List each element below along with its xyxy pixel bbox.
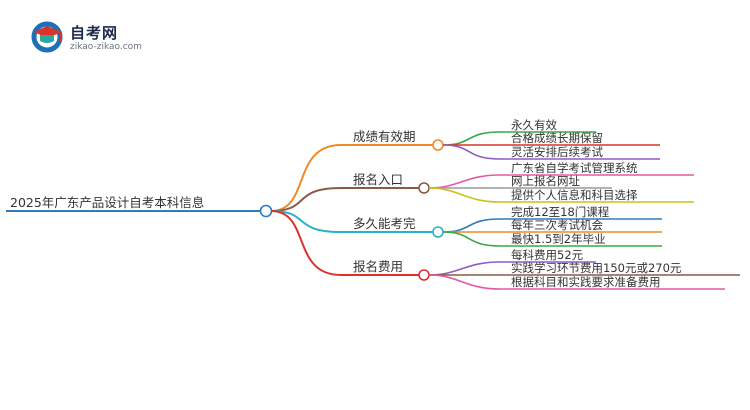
leaf-label[interactable]: 每科费用52元 (511, 248, 584, 262)
leaf-connector (428, 174, 501, 189)
leaf-label[interactable]: 最快1.5到2年毕业 (511, 232, 606, 246)
graduation-cap-logo-icon (31, 21, 63, 53)
branch-label[interactable]: 报名费用 (353, 259, 403, 274)
leaf-connector (442, 231, 501, 247)
branch-node[interactable] (432, 226, 444, 238)
site-logo[interactable]: 自考网 zikao-zikao.com (30, 18, 170, 58)
root-label: 2025年广东产品设计自考本科信息 (10, 195, 204, 210)
leaf-label[interactable]: 灵活安排后续考试 (511, 145, 603, 159)
leaf-label[interactable]: 根据科目和实践要求准备费用 (511, 275, 661, 289)
branch-connector (270, 210, 342, 233)
branch-label[interactable]: 多久能考完 (353, 216, 416, 231)
leaf-label[interactable]: 永久有效 (511, 118, 557, 132)
leaf-connector (428, 261, 501, 276)
leaf-connector (428, 187, 501, 203)
leaf-connector (428, 274, 501, 290)
site-url: zikao-zikao.com (70, 42, 142, 52)
branch-label[interactable]: 成绩有效期 (353, 129, 416, 144)
leaf-label[interactable]: 完成12至18门课程 (511, 205, 610, 219)
branch-connector (270, 144, 342, 212)
root-node (259, 204, 273, 218)
leaf-label[interactable]: 实践学习环节费用150元或270元 (511, 261, 682, 275)
leaf-label[interactable]: 每年三次考试机会 (511, 218, 603, 232)
leaf-label[interactable]: 网上报名网址 (511, 174, 580, 188)
leaf-connector (442, 131, 501, 146)
leaf-label[interactable]: 广东省自学考试管理系统 (511, 161, 638, 175)
leaf-label[interactable]: 合格成绩长期保留 (511, 131, 603, 145)
branch-node[interactable] (418, 182, 430, 194)
leaf-label[interactable]: 提供个人信息和科目选择 (511, 188, 638, 202)
branch-node[interactable] (432, 139, 444, 151)
leaf-connector (442, 144, 501, 160)
branch-label[interactable]: 报名入口 (353, 172, 403, 187)
branch-connector (270, 210, 342, 276)
branch-node[interactable] (418, 269, 430, 281)
branch-connector (270, 187, 342, 212)
site-name: 自考网 (70, 24, 119, 42)
leaf-connector (442, 218, 501, 233)
